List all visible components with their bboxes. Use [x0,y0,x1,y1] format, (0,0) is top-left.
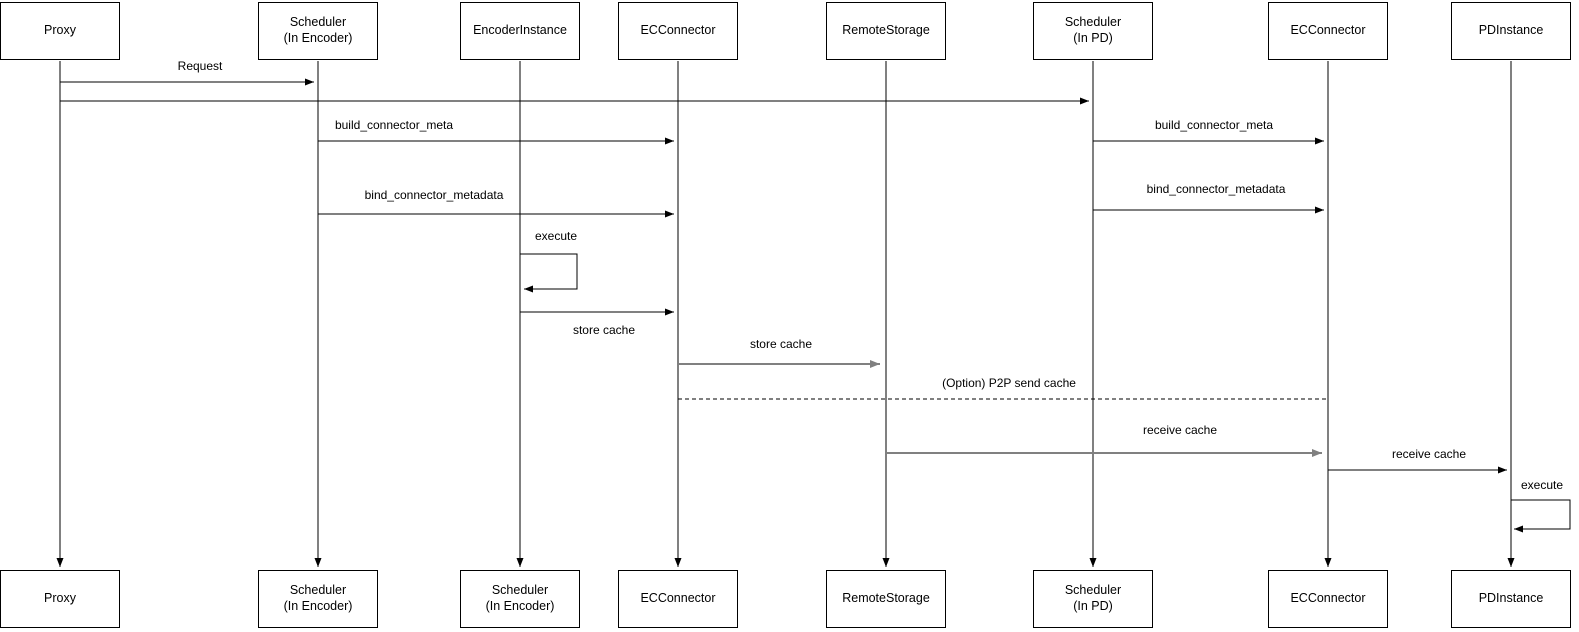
self-loop-execute-pdinstance [1511,499,1571,533]
actor-bottom-scheduler-in-encoder-2: Scheduler (In Encoder) [460,570,580,628]
self-loop-execute-encoder [520,253,578,293]
label-bind-connector-metadata-left: bind_connector_metadata [364,188,504,202]
actor-top-scheduler-in-encoder: Scheduler (In Encoder) [258,2,378,60]
actor-top-pdinstance: PDInstance [1451,2,1571,60]
actor-bottom-pdinstance: PDInstance [1451,570,1571,628]
label-build-connector-meta-left: build_connector_meta [334,118,454,132]
label-store-cache-encoder: store cache [572,323,636,337]
label-store-cache-storage: store cache [749,337,813,351]
label-build-connector-meta-right: build_connector_meta [1154,118,1274,132]
actor-top-remote-storage: RemoteStorage [826,2,946,60]
label-p2p-send-cache: (Option) P2P send cache [942,376,1076,390]
actor-top-ecconnector: ECConnector [618,2,738,60]
actor-bottom-proxy: Proxy [0,570,120,628]
label-execute-pdinstance: execute [1520,478,1564,492]
actor-bottom-ecconnector: ECConnector [618,570,738,628]
label-receive-cache-pd: receive cache [1391,447,1467,461]
actor-top-ecconnector-pd: ECConnector [1268,2,1388,60]
label-receive-cache-storage: receive cache [1142,423,1218,437]
label-execute-encoder: execute [534,229,578,243]
actor-bottom-ecconnector-pd: ECConnector [1268,570,1388,628]
actor-bottom-scheduler-in-pd: Scheduler (In PD) [1033,570,1153,628]
actor-top-encoder-instance: EncoderInstance [460,2,580,60]
actor-top-proxy: Proxy [0,2,120,60]
actor-top-scheduler-in-pd: Scheduler (In PD) [1033,2,1153,60]
actor-bottom-scheduler-in-encoder: Scheduler (In Encoder) [258,570,378,628]
label-bind-connector-metadata-right: bind_connector_metadata [1146,182,1286,196]
label-request: Request [177,59,223,73]
actor-bottom-remote-storage: RemoteStorage [826,570,946,628]
